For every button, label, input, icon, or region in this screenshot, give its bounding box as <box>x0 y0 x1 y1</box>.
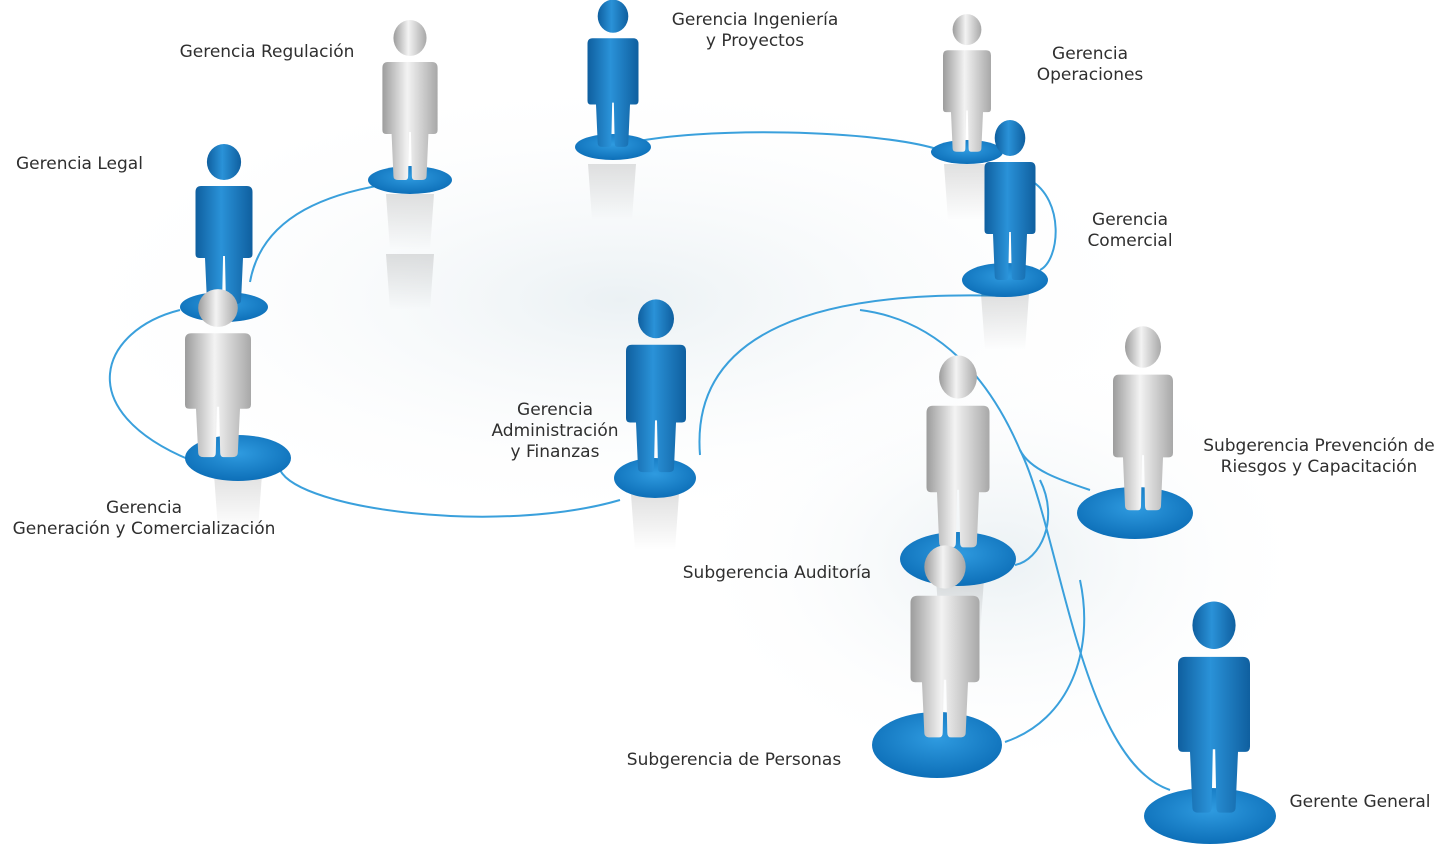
connector-main-gerente <box>859 309 1171 791</box>
connector-prevencion <box>1019 449 1091 491</box>
label-gerencia-operaciones: Gerencia Operaciones <box>1036 44 1144 85</box>
base-administracion <box>614 458 696 498</box>
connector-lines <box>109 131 1171 791</box>
base-operaciones <box>931 140 1003 164</box>
base-ingenieria <box>575 134 651 160</box>
connector-personas <box>1004 579 1086 743</box>
base-regulacion <box>368 166 452 194</box>
label-subgerencia-personas: Subgerencia de Personas <box>626 750 842 770</box>
label-gerencia-regulacion: Gerencia Regulación <box>179 42 355 62</box>
label-gerencia-comercial: Gerencia Comercial <box>1087 210 1173 251</box>
figure-bases <box>180 134 1276 844</box>
connector-operaciones-comercial <box>1029 179 1057 271</box>
base-personas <box>872 712 1002 778</box>
base-comercial <box>962 263 1048 297</box>
base-gerente-general <box>1144 788 1276 844</box>
connector-comercial-administracion <box>698 294 1006 456</box>
connector-auditoria <box>1014 479 1050 566</box>
connector-ingenieria-operaciones <box>619 131 941 151</box>
label-subgerencia-prevencion: Subgerencia Prevención de Riesgos y Capa… <box>1203 436 1435 477</box>
label-gerente-general: Gerente General <box>1289 792 1431 812</box>
label-gerencia-ingenieria: Gerencia Ingeniería y Proyectos <box>671 10 839 51</box>
label-gerencia-administracion: Gerencia Administración y Finanzas <box>491 400 619 462</box>
base-prevencion <box>1077 487 1193 539</box>
label-subgerencia-auditoria: Subgerencia Auditoría <box>682 563 872 583</box>
label-gerencia-legal: Gerencia Legal <box>16 154 143 174</box>
connector-legal-generacion <box>109 309 191 461</box>
label-gerencia-generacion: Gerencia Generación y Comercialización <box>12 498 276 539</box>
connector-generacion-administracion <box>279 469 621 518</box>
